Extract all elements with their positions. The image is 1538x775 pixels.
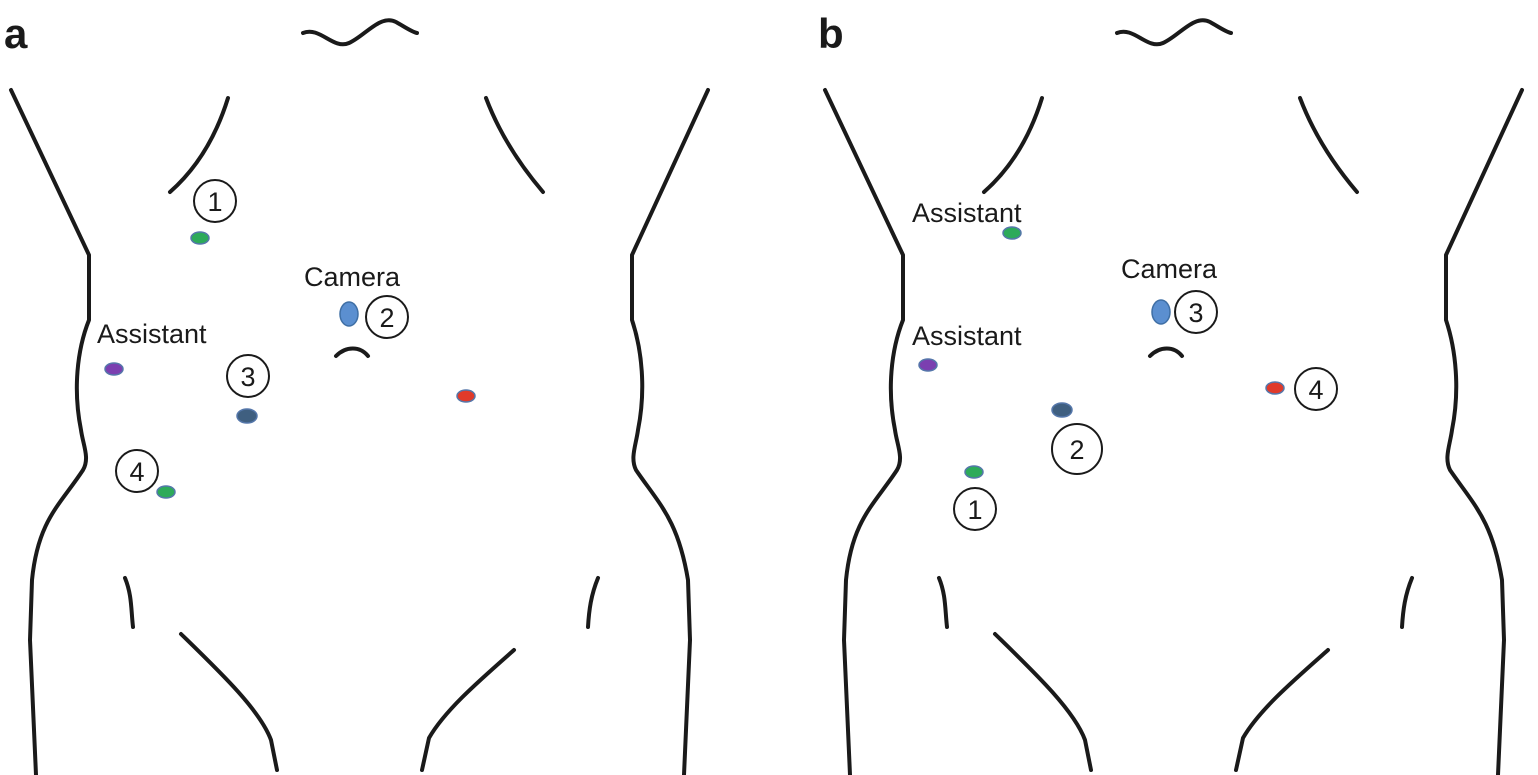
panel-a-port-2-badge: 2 bbox=[365, 295, 409, 339]
panel-b-left-rib-line bbox=[982, 96, 1044, 194]
panel-b-right-groin-line bbox=[1234, 648, 1330, 772]
panel-a-port-3-marker bbox=[236, 408, 258, 424]
panel-a-assistant-label: Assistant bbox=[97, 319, 207, 349]
panel-b-port-3-number: 3 bbox=[1188, 298, 1203, 328]
panel-b-body-outline bbox=[823, 18, 1524, 775]
panel-a-left-hip-line bbox=[123, 576, 135, 629]
panel-b-umbilicus bbox=[1148, 346, 1184, 358]
panel-a-port-1-badge: 1 bbox=[193, 179, 237, 223]
panel-a-left-rib-line bbox=[168, 96, 230, 194]
panel-a-port-4-badge: 4 bbox=[115, 449, 159, 493]
panel-a-port-2-number: 2 bbox=[379, 303, 394, 333]
panel-b-left-torso-line bbox=[823, 88, 905, 775]
panel-a-right-groin-line bbox=[420, 648, 516, 772]
panel-b-port-1-number: 1 bbox=[967, 495, 982, 525]
panel-b-port-1-badge: 1 bbox=[953, 487, 997, 531]
panel-b-assistant-upper-port-marker bbox=[1002, 226, 1022, 240]
panel-b-port-4-badge: 4 bbox=[1294, 367, 1338, 411]
panel-b-assistant-lower-label: Assistant bbox=[912, 321, 1022, 351]
panel-a-letter: a bbox=[4, 10, 28, 57]
panel-b-port-2-marker bbox=[1051, 402, 1073, 418]
panel-a-body-outline bbox=[9, 18, 710, 775]
panel-a-left-groin-line bbox=[179, 632, 279, 772]
panel-a-port-1-number: 1 bbox=[207, 187, 222, 217]
panel-b-port-3-badge: 3 bbox=[1174, 290, 1218, 334]
panel-b-port-2-badge: 2 bbox=[1051, 423, 1103, 475]
panel-a-port-4-number: 4 bbox=[129, 457, 144, 487]
panel-a-camera-port-marker bbox=[339, 301, 359, 327]
panel-b-port-4-marker bbox=[1265, 381, 1285, 395]
panel-a-port-4-marker bbox=[156, 485, 176, 499]
panel-b: b 1 2 3 bbox=[818, 10, 1524, 775]
panel-b-letter: b bbox=[818, 10, 844, 57]
panel-a-left-torso-line bbox=[9, 88, 91, 775]
panel-b-right-rib-line bbox=[1298, 96, 1359, 194]
panel-b-right-hip-line bbox=[1400, 576, 1414, 629]
panel-a-port-3-number: 3 bbox=[240, 362, 255, 392]
panel-a-camera-label: Camera bbox=[304, 262, 401, 292]
panel-a-assistant-port-marker bbox=[104, 362, 124, 376]
panel-a-red-port-marker bbox=[456, 389, 476, 403]
panel-b-left-hip-line bbox=[937, 576, 949, 629]
panel-a-chin-line bbox=[301, 18, 419, 47]
panel-a-port-3-badge: 3 bbox=[226, 354, 270, 398]
panel-b-port-2-number: 2 bbox=[1069, 435, 1084, 465]
panel-b-camera-port-marker bbox=[1151, 299, 1171, 325]
panel-b-assistant-lower-port-marker bbox=[918, 358, 938, 372]
panel-a-right-hip-line bbox=[586, 576, 600, 629]
panel-a-port-1-marker bbox=[190, 231, 210, 245]
panel-a-right-torso-line bbox=[630, 88, 710, 775]
panel-a-right-rib-line bbox=[484, 96, 545, 194]
panel-b-assistant-upper-label: Assistant bbox=[912, 198, 1022, 228]
panel-b-port-4-number: 4 bbox=[1308, 375, 1323, 405]
panel-b-camera-label: Camera bbox=[1121, 254, 1218, 284]
panel-b-right-torso-line bbox=[1444, 88, 1524, 775]
panel-b-port-1-marker bbox=[964, 465, 984, 479]
panel-b-left-groin-line bbox=[993, 632, 1093, 772]
panel-a: a 1 2 3 bbox=[4, 10, 710, 775]
panel-a-umbilicus bbox=[334, 346, 370, 358]
panel-b-chin-line bbox=[1115, 18, 1233, 47]
